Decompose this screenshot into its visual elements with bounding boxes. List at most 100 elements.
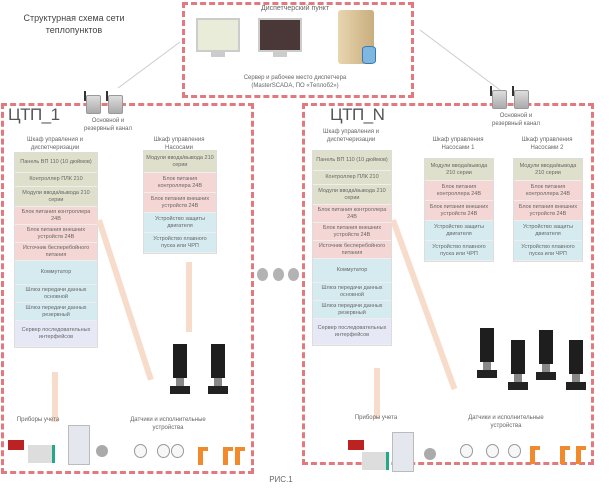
pressure-gauge-icon bbox=[171, 444, 184, 458]
diagram-title-line1: Структурная схема сети bbox=[23, 13, 125, 23]
cabinet-component: Блок питания контроллера 24В bbox=[514, 181, 582, 201]
ellipsis-dot bbox=[257, 268, 268, 281]
ctpn-pumps2-cabinet-title: Шкаф управления Насосами 2 bbox=[521, 137, 573, 151]
link-ctpn bbox=[419, 29, 501, 91]
cabinet-component: Устройство плавного пуска или ЧРП bbox=[144, 233, 216, 253]
modem-label-line1: Основной и bbox=[91, 118, 125, 124]
ctp1-dispatch-cabinet: Панель ВП 110 (10 дюймов)Контроллер ПЛК … bbox=[14, 152, 98, 348]
pump-icon bbox=[208, 344, 228, 396]
valve-icon bbox=[8, 440, 24, 450]
flow-sensor-icon bbox=[424, 448, 436, 460]
cabinet-component: Коммутатор bbox=[15, 261, 97, 285]
ctpn-name: ЦТП_N bbox=[330, 105, 385, 124]
valve-icon bbox=[348, 440, 364, 450]
dispatch-center-box bbox=[182, 2, 414, 98]
cabinet-component: Источник бесперебойного питания bbox=[15, 243, 97, 261]
ctp1-sensors-label: Датчики и исполнительные устройства bbox=[118, 416, 218, 432]
ctpn-box bbox=[302, 103, 594, 465]
cabinet-component: Модули ввода/вывода 210 серии bbox=[514, 159, 582, 181]
pump-icon bbox=[170, 344, 190, 396]
cabinet-component: Источник бесперебойного питания bbox=[313, 241, 391, 259]
cabinet-component: Блок питания контроллера 24В bbox=[313, 205, 391, 223]
monitor-scada-icon bbox=[258, 18, 302, 58]
electricity-meter-icon bbox=[68, 425, 90, 465]
cabinet-component: Коммутатор bbox=[313, 259, 391, 283]
pressure-gauge-icon bbox=[460, 444, 473, 458]
dispatch-caption-line1: Сервер и рабочее место диспетчера bbox=[243, 75, 347, 81]
ctpn-dispatch-cabinet-title: Шкаф управления и диспетчеризации bbox=[323, 129, 379, 143]
ctpn-dispatch-cabinet: Панель ВП 110 (10 дюймов)Контроллер ПЛК … bbox=[312, 150, 392, 346]
cabinet-component: Панель ВП 110 (10 дюймов) bbox=[313, 151, 391, 171]
pressure-gauge-icon bbox=[134, 444, 147, 458]
cabinet-component: Устройство защиты двигателя bbox=[144, 213, 216, 233]
pump-icon bbox=[536, 330, 556, 382]
cabinet-component: Модули ввода/вывода 210 серии bbox=[425, 159, 493, 181]
ellipsis-dot bbox=[273, 268, 284, 281]
cabinet-component: Блок питания контроллера 24В bbox=[425, 181, 493, 201]
ctp1-modem-label: Основной и резервный канал bbox=[78, 117, 138, 133]
ctpn-meters-label: Приборы учета bbox=[354, 415, 398, 421]
cabinet-component: Блок питания внешних устройств 24В bbox=[313, 223, 391, 241]
cabinet-component: Блок питания контроллера 24В bbox=[15, 207, 97, 225]
cabinet-component: Блок питания внешних устройств 24В bbox=[514, 201, 582, 221]
modem-main-icon bbox=[84, 91, 101, 114]
sensors-label-line2: устройства bbox=[490, 423, 522, 429]
cabinet-component: Устройство защиты двигателя bbox=[514, 221, 582, 241]
pressure-gauge-icon bbox=[508, 444, 521, 458]
pump-icon bbox=[477, 328, 497, 380]
cabinet-component: Устройство защиты двигателя bbox=[425, 221, 493, 241]
cabinet-component: Панель ВП 110 (10 дюймов) bbox=[15, 153, 97, 173]
modem-backup-icon bbox=[512, 86, 529, 109]
modem-label-line1: Основной и bbox=[499, 113, 533, 119]
cabinet-component: Модули ввода/вывода 210 серии bbox=[313, 185, 391, 205]
modem-main-icon bbox=[490, 86, 507, 109]
cabinet-component: Шлюз передачи данных резервный bbox=[313, 301, 391, 319]
cabinet-component: Блок питания контроллера 24В bbox=[144, 173, 216, 193]
temperature-sensor-icon bbox=[576, 446, 586, 464]
arrow-to-meters bbox=[52, 372, 58, 422]
cabinet-component: Устройство плавного пуска или ЧРП bbox=[514, 241, 582, 261]
flow-sensor-icon bbox=[96, 445, 108, 457]
ctpn-sensors-label: Датчики и исполнительные устройства bbox=[456, 414, 556, 430]
cabinet-component: Шлюз передачи данных основной bbox=[313, 283, 391, 301]
cabinet-component: Блок питания внешних устройств 24В bbox=[15, 225, 97, 243]
pump-icon bbox=[566, 340, 586, 392]
ellipsis-dot bbox=[288, 268, 299, 281]
arrow-to-meters bbox=[374, 368, 380, 418]
cabinet-component: Модули ввода/вывода 210 серии bbox=[15, 187, 97, 207]
link-ctp1 bbox=[117, 41, 181, 89]
arrow-to-pumps bbox=[186, 262, 192, 332]
cabinet-component: Контроллер ПЛК 210 bbox=[15, 173, 97, 187]
temperature-sensor-icon bbox=[560, 446, 570, 464]
ctp1-box bbox=[1, 103, 254, 474]
cabinet-component: Шлюз передачи данных основной bbox=[15, 285, 97, 303]
ctpn-pumps1-cabinet-title: Шкаф управления Насосами 1 bbox=[432, 137, 484, 151]
temperature-sensor-icon bbox=[198, 447, 208, 465]
pump-icon bbox=[508, 340, 528, 392]
cabinet-component: Блок питания внешних устройств 24В bbox=[144, 193, 216, 213]
sensors-label-line1: Датчики и исполнительные bbox=[468, 415, 544, 421]
temperature-sensor-icon bbox=[530, 446, 540, 464]
ctpn-modem-label: Основной и резервный канал bbox=[486, 112, 546, 128]
pressure-gauge-icon bbox=[157, 444, 170, 458]
cabinet-component: Модули ввода/вывода 210 серии bbox=[144, 151, 216, 173]
pressure-gauge-icon bbox=[486, 444, 499, 458]
dispatch-center-title: Диспетчерский пункт bbox=[260, 5, 330, 12]
cabinet-component: Блок питания внешних устройств 24В bbox=[425, 201, 493, 221]
temperature-sensor-icon bbox=[223, 447, 233, 465]
ctp1-name: ЦТП_1 bbox=[8, 105, 60, 124]
cabinet-component: Шлюз передачи данных резервный bbox=[15, 303, 97, 321]
cabinet-component: Контроллер ПЛК 210 bbox=[313, 171, 391, 185]
monitor-map-icon bbox=[196, 18, 240, 58]
server-icon bbox=[338, 10, 376, 64]
cabinet-component: Сервер последовательных интерфейсов bbox=[15, 321, 97, 347]
dispatch-caption: Сервер и рабочее место диспетчера (Maste… bbox=[210, 74, 380, 90]
electricity-meter-icon bbox=[392, 432, 414, 472]
diagram-title-line2: теплопунктов bbox=[45, 25, 103, 35]
cabinet-component: Сервер последовательных интерфейсов bbox=[313, 319, 391, 345]
modem-label-line2: резервный канал bbox=[492, 121, 540, 127]
